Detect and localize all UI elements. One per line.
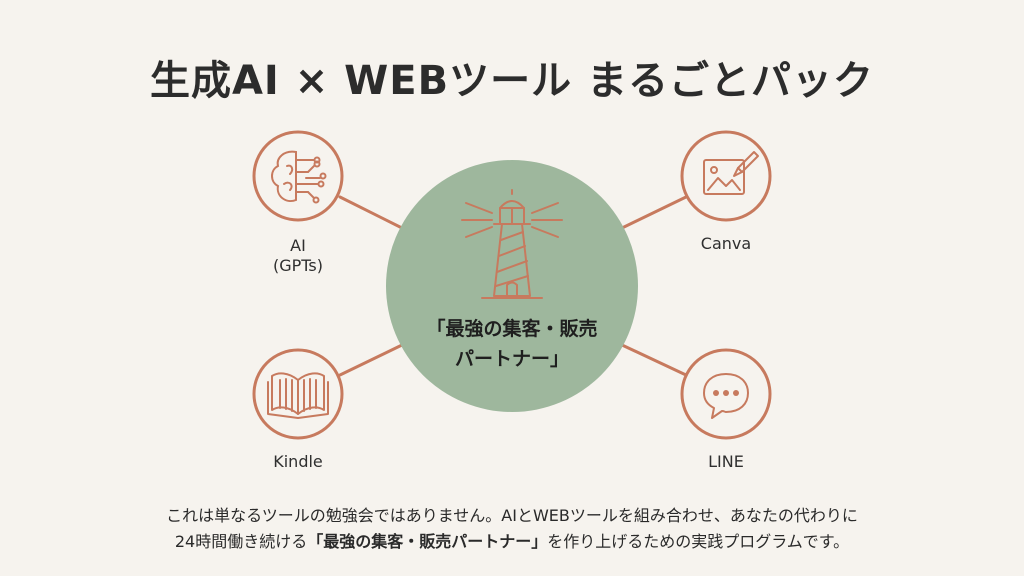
connector-canva — [620, 195, 688, 230]
lighthouse-icon — [461, 189, 563, 299]
description-line2-pre: 24時間働き続ける — [174, 532, 308, 551]
kindle-node — [252, 348, 344, 440]
description-line2: 24時間働き続ける「最強の集客・販売パートナー」を作り上げるための実践プログラム… — [0, 529, 1024, 555]
chat-bubble-icon — [703, 373, 749, 419]
connector-lines — [338, 195, 688, 377]
line-node — [680, 348, 772, 440]
canva-label: Canva — [700, 234, 752, 253]
ai-node — [252, 130, 344, 222]
description: これは単なるツールの勉強会ではありません。AIとWEBツールを組み合わせ、あなた… — [0, 503, 1024, 555]
brain-circuit-icon — [271, 150, 327, 204]
description-highlight: 「最強の集客・販売パートナー」 — [307, 532, 548, 551]
kindle-label: Kindle — [273, 452, 323, 471]
open-book-icon — [267, 372, 329, 419]
line-label: LINE — [708, 452, 744, 471]
ai-label-line2: (GPTs) — [273, 256, 323, 275]
center-label: 「最強の集客・販売 パートナー」 — [392, 314, 632, 374]
center-circle — [386, 160, 638, 412]
page-title: 生成AI × WEBツール まるごとパック — [149, 58, 875, 104]
description-line1: これは単なるツールの勉強会ではありません。AIとWEBツールを組み合わせ、あなた… — [166, 506, 858, 525]
ai-label-line1: AI — [290, 236, 306, 255]
ai-label: AI (GPTs) — [238, 236, 358, 276]
connector-ai — [338, 195, 404, 230]
canva-node — [680, 130, 772, 222]
connector-kindle — [338, 343, 404, 377]
image-paintbrush-icon — [703, 151, 759, 195]
connector-line — [620, 343, 688, 377]
center-label-line2: パートナー」 — [454, 348, 569, 370]
description-line2-post: を作り上げるための実践プログラムです。 — [547, 532, 850, 551]
center-label-line1: 「最強の集客・販売 — [426, 318, 598, 340]
